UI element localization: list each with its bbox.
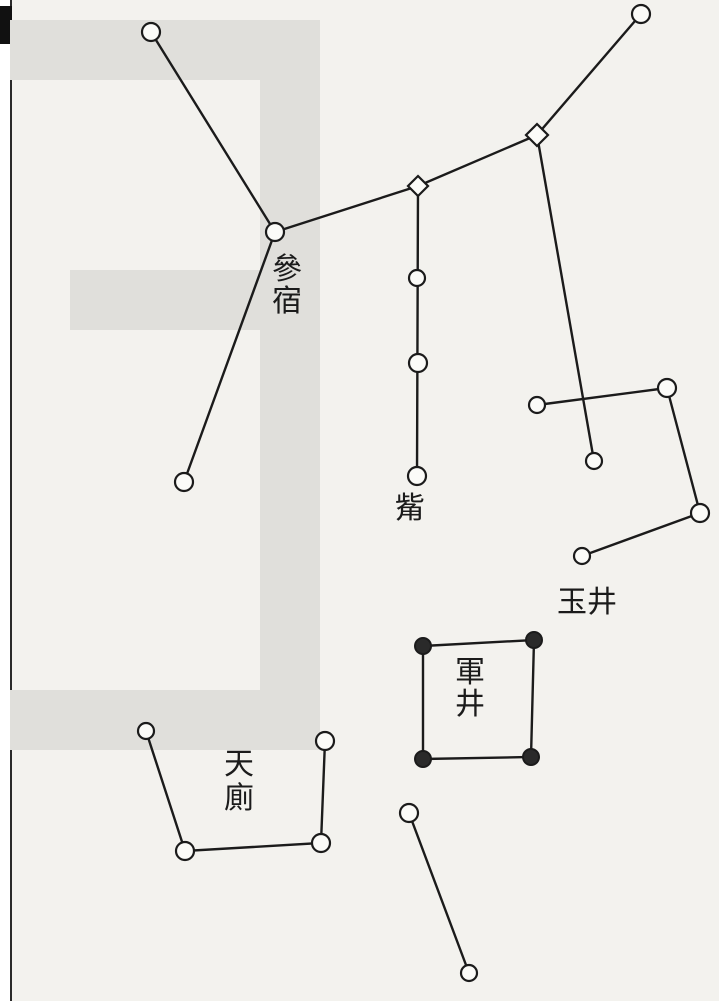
- star-junjing-nw: [414, 637, 432, 655]
- star-shen-ne: [630, 3, 652, 25]
- label-jun-jing-1: 軍: [455, 655, 485, 690]
- star-tiance-4: [314, 730, 336, 752]
- line-shen-6: [535, 133, 596, 463]
- star-junjing-se: [522, 748, 540, 766]
- line-tiance: [144, 729, 327, 853]
- star-junjing-sw: [414, 750, 432, 768]
- watermark-stroke-top: [10, 20, 320, 330]
- star-zui-3: [406, 465, 428, 487]
- star-zui-1: [407, 268, 427, 288]
- label-shen-xiu-2: 宿: [272, 284, 302, 319]
- label-jun-jing-2: 井: [455, 687, 485, 722]
- star-bottom-1: [398, 802, 420, 824]
- label-zui: 觜: [395, 491, 425, 526]
- star-junjing-ne: [525, 631, 543, 649]
- line-shen-2: [273, 184, 420, 234]
- star-bottom-2: [459, 963, 479, 983]
- star-yujing-2: [656, 377, 678, 399]
- star-shen-sw: [173, 471, 195, 493]
- label-tian-ce-2: 廁: [224, 781, 254, 816]
- label-shen-xiu-1: 參: [272, 252, 302, 287]
- line-shen-3: [416, 133, 539, 188]
- star-zui-2: [407, 352, 429, 374]
- star-shen-center: [264, 221, 286, 243]
- label-yu-jing: 玉井: [557, 585, 617, 620]
- star-tiance-2: [174, 840, 196, 862]
- star-tiance-1: [136, 721, 156, 741]
- line-yujing-2: [665, 386, 702, 515]
- star-yujing-4: [572, 546, 592, 566]
- star-shen-east: [524, 122, 550, 148]
- line-bottom: [407, 811, 471, 975]
- binding-edge: [0, 0, 12, 1001]
- label-tian-ce-1: 天: [224, 747, 254, 782]
- line-yujing-1: [535, 386, 669, 407]
- line-zui: [415, 184, 420, 478]
- line-shen-5: [182, 230, 277, 484]
- star-shen-se: [584, 451, 604, 471]
- watermark-stroke-bottom: [10, 270, 320, 750]
- stars: [136, 3, 711, 983]
- connection-lines: [144, 12, 702, 975]
- star-yujing-3: [689, 502, 711, 524]
- constellation-labels: 參 宿 觜 玉井 軍 井 天 廁: [224, 252, 617, 816]
- star-yujing-1: [527, 395, 547, 415]
- line-yujing-3: [580, 511, 702, 558]
- line-shen-1: [149, 30, 277, 234]
- star-tiance-3: [310, 832, 332, 854]
- binding-mark: [0, 6, 12, 44]
- star-shen-nw: [140, 21, 162, 43]
- watermark-digit: [10, 20, 320, 750]
- star-shen-junction: [406, 174, 430, 198]
- line-shen-4: [535, 12, 643, 137]
